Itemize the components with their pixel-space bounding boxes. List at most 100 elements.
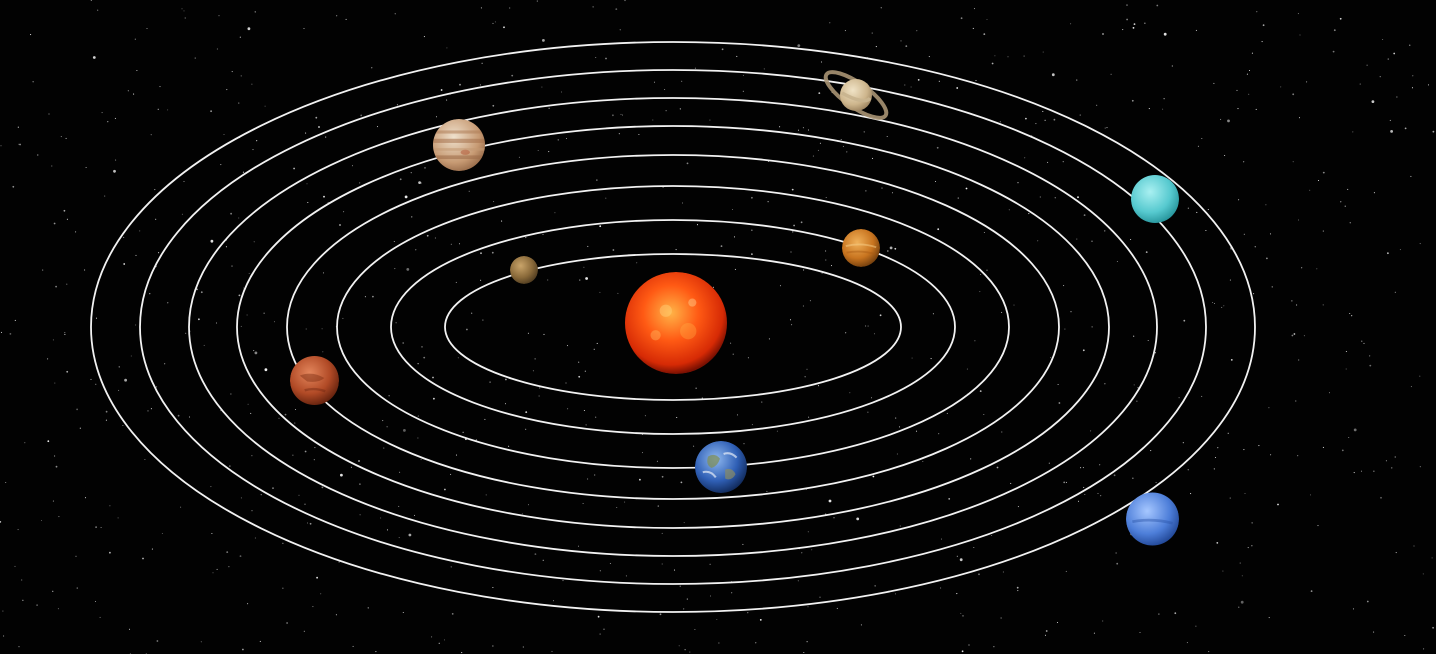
orbit-ring-1 xyxy=(444,253,902,401)
star xyxy=(278,417,280,419)
star xyxy=(860,624,862,626)
star xyxy=(1280,86,1282,88)
star xyxy=(142,557,144,560)
star xyxy=(1154,352,1157,354)
star xyxy=(393,240,395,243)
star xyxy=(380,517,382,519)
star xyxy=(52,339,54,341)
star xyxy=(605,57,607,60)
star xyxy=(695,387,697,389)
star xyxy=(1082,349,1085,352)
star xyxy=(246,314,248,316)
star xyxy=(54,455,56,457)
star xyxy=(1269,233,1272,235)
star xyxy=(696,224,699,226)
star xyxy=(1423,648,1425,650)
star xyxy=(167,302,169,304)
star xyxy=(1432,130,1435,133)
star xyxy=(899,525,901,527)
star xyxy=(475,439,477,441)
star xyxy=(127,90,129,92)
star xyxy=(146,27,148,30)
star xyxy=(894,593,897,595)
star xyxy=(471,312,473,314)
star xyxy=(504,403,507,405)
star xyxy=(462,431,464,433)
star xyxy=(833,517,835,519)
star xyxy=(978,573,980,576)
star xyxy=(1395,552,1397,554)
star xyxy=(1148,108,1150,110)
star xyxy=(251,455,253,457)
star xyxy=(721,48,724,51)
star xyxy=(1048,462,1050,464)
star xyxy=(938,433,940,435)
star xyxy=(1201,137,1203,140)
star xyxy=(336,15,338,17)
star xyxy=(582,502,584,505)
star xyxy=(399,178,402,181)
star xyxy=(304,503,306,505)
star xyxy=(323,195,325,198)
star xyxy=(1419,243,1421,245)
star xyxy=(309,522,312,525)
star xyxy=(829,22,831,24)
star xyxy=(1163,98,1165,100)
star xyxy=(812,155,814,157)
star xyxy=(402,342,405,344)
star xyxy=(394,13,396,15)
star xyxy=(991,534,993,537)
star xyxy=(114,117,116,119)
mercury-image xyxy=(510,256,538,284)
star xyxy=(1028,213,1030,215)
star xyxy=(1360,470,1363,472)
star xyxy=(973,546,975,549)
star xyxy=(242,171,244,173)
star xyxy=(849,392,851,394)
star xyxy=(1222,570,1224,572)
star xyxy=(620,113,622,115)
star xyxy=(216,48,218,50)
star xyxy=(104,195,106,197)
star xyxy=(879,314,882,317)
star xyxy=(64,333,66,335)
star xyxy=(1077,196,1079,199)
star xyxy=(450,243,452,245)
star xyxy=(1137,387,1139,389)
star xyxy=(1213,82,1215,84)
star xyxy=(325,136,327,138)
star xyxy=(1008,209,1010,211)
star xyxy=(1248,93,1250,95)
star xyxy=(818,92,821,94)
star xyxy=(210,486,212,488)
star xyxy=(792,231,794,233)
star xyxy=(1353,428,1357,432)
star xyxy=(157,108,159,110)
star xyxy=(980,273,982,276)
star xyxy=(1102,33,1104,35)
star xyxy=(1238,606,1240,608)
star xyxy=(1063,481,1066,484)
star xyxy=(1239,562,1241,564)
star xyxy=(683,522,685,524)
star xyxy=(118,389,120,391)
star xyxy=(315,116,318,119)
star xyxy=(1065,481,1067,483)
star xyxy=(867,325,869,327)
star xyxy=(718,642,720,644)
star xyxy=(1133,23,1136,25)
star xyxy=(928,56,930,58)
star xyxy=(220,164,222,166)
star xyxy=(1431,557,1433,559)
star xyxy=(603,628,605,630)
star xyxy=(164,363,166,365)
star xyxy=(541,86,543,88)
star xyxy=(1404,634,1406,637)
star xyxy=(734,268,736,270)
star xyxy=(64,332,66,334)
star xyxy=(886,250,889,252)
star xyxy=(105,419,107,421)
star xyxy=(479,84,481,86)
star xyxy=(338,561,340,563)
star xyxy=(811,549,813,551)
